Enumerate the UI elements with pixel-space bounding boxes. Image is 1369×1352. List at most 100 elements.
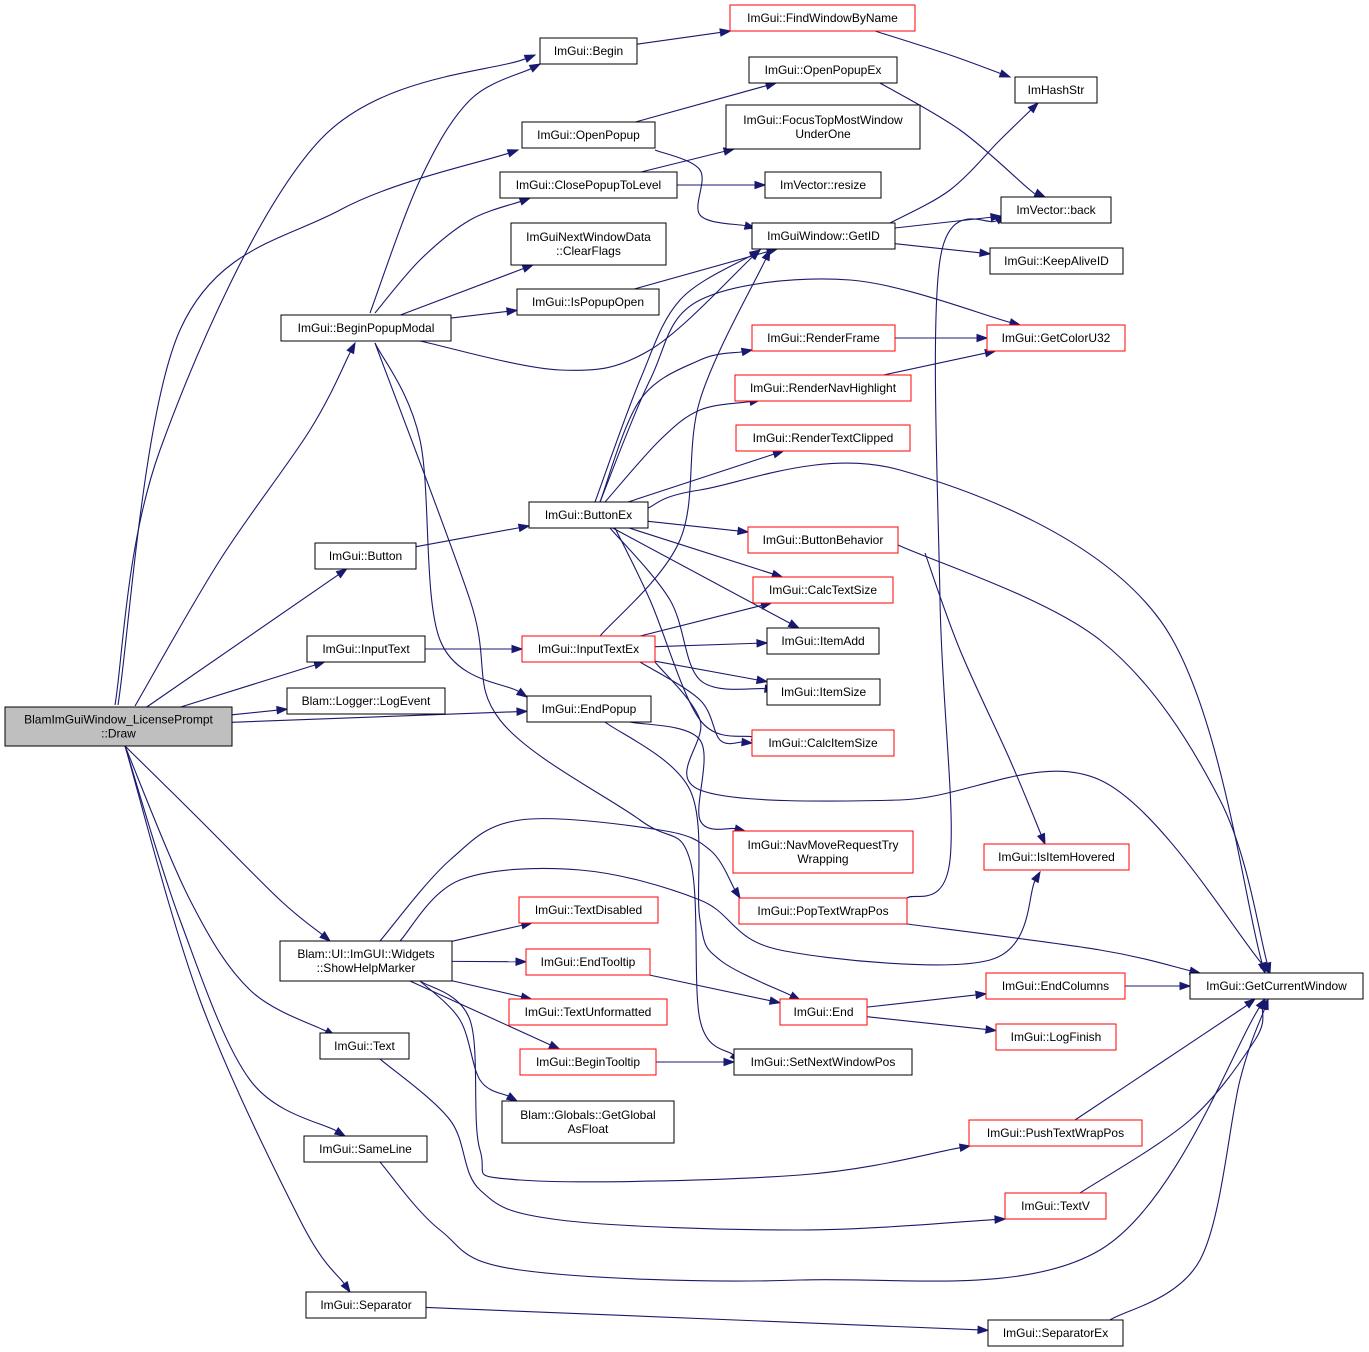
- node-box: [729, 4, 916, 32]
- node-box: [733, 1048, 913, 1076]
- call-edge-beginpopupmodal-to-begin: [369, 63, 542, 314]
- node-getid[interactable]: ImGuiWindow::GetID: [751, 222, 896, 250]
- edge-line: [647, 462, 1263, 964]
- node-begin[interactable]: ImGui::Begin: [539, 37, 638, 65]
- node-nextwin[interactable]: ImGuiNextWindowData::ClearFlags: [510, 222, 667, 266]
- node-closepopup[interactable]: ImGui::ClosePopupToLevel: [499, 171, 678, 199]
- node-label: ImGui::RenderTextClipped: [753, 431, 894, 445]
- edge-line: [1074, 1003, 1250, 1121]
- call-edge-beginpopupmodal-to-ispopupopen: [450, 307, 519, 319]
- node-root[interactable]: BlamImGuiWindow_LicensePrompt::Draw: [4, 706, 233, 747]
- node-buttonex[interactable]: ImGui::ButtonEx: [528, 501, 649, 529]
- node-logfinish[interactable]: ImGui::LogFinish: [995, 1023, 1117, 1051]
- node-label: ::ClearFlags: [556, 244, 621, 258]
- arrowhead: [737, 526, 750, 536]
- edge-line: [634, 251, 768, 290]
- node-ishovered[interactable]: ImGui::IsItemHovered: [983, 843, 1130, 871]
- call-edge-helpmarker-to-textunf: [451, 980, 533, 1001]
- node-helpmarker[interactable]: Blam::UI::ImGUI::Widgets::ShowHelpMarker: [279, 940, 453, 982]
- node-box: [752, 576, 894, 604]
- node-label: ImGui::InputText: [322, 642, 410, 656]
- node-renderframe[interactable]: ImGui::RenderFrame: [751, 324, 896, 352]
- node-pushtext[interactable]: ImGui::PushTextWrapPos: [968, 1119, 1143, 1147]
- node-separator[interactable]: ImGui::Separator: [305, 1291, 427, 1319]
- node-findwin[interactable]: ImGui::FindWindowByName: [729, 4, 916, 32]
- node-label: ImGui::ItemAdd: [781, 634, 864, 648]
- call-edge-separator-to-separatorex: [425, 1306, 990, 1335]
- node-itemadd[interactable]: ImGui::ItemAdd: [766, 627, 880, 655]
- node-box: [766, 627, 880, 655]
- node-buttonbeh[interactable]: ImGui::ButtonBehavior: [747, 526, 899, 554]
- node-box: [314, 542, 417, 570]
- node-openpopup[interactable]: ImGui::OpenPopup: [521, 121, 656, 149]
- edge-line: [654, 661, 1264, 966]
- node-end[interactable]: ImGui::End: [779, 998, 868, 1026]
- node-box: [539, 37, 638, 65]
- arrowhead: [748, 249, 762, 260]
- node-label: ImGui::EndPopup: [542, 702, 637, 716]
- node-ispopupopen[interactable]: ImGui::IsPopupOpen: [516, 288, 660, 316]
- node-box: [748, 56, 898, 84]
- arrowhead: [976, 333, 989, 343]
- arrowhead: [313, 661, 326, 670]
- node-endpopup[interactable]: ImGui::EndPopup: [526, 695, 652, 723]
- node-rendernav[interactable]: ImGui::RenderNavHighlight: [734, 374, 912, 402]
- edge-line: [369, 68, 532, 314]
- call-edge-button-to-buttonex: [415, 523, 531, 548]
- node-beginpopupmodal[interactable]: ImGui::BeginPopupModal: [280, 314, 452, 342]
- node-box: [987, 1319, 1124, 1347]
- call-edge-begintooltip-to-setnextpos: [656, 1057, 736, 1067]
- node-label: ImGui::IsPopupOpen: [532, 295, 644, 309]
- arrowhead: [340, 1280, 351, 1294]
- node-getcoloru32[interactable]: ImGui::GetColorU32: [986, 324, 1126, 352]
- node-logevent[interactable]: Blam::Logger::LogEvent: [286, 687, 446, 715]
- node-label: ImGui::SameLine: [319, 1142, 412, 1156]
- node-separatorex[interactable]: ImGui::SeparatorEx: [987, 1319, 1124, 1347]
- node-sameline[interactable]: ImGui::SameLine: [303, 1135, 428, 1163]
- arrowhead: [719, 28, 732, 37]
- node-box: [4, 706, 233, 747]
- node-calctext[interactable]: ImGui::CalcTextSize: [752, 576, 894, 604]
- node-label: ImGui::EndColumns: [1002, 979, 1109, 993]
- arrowhead: [787, 619, 801, 629]
- edge-line: [614, 527, 753, 738]
- edge-line: [114, 58, 526, 706]
- call-edge-closepopup-to-focustop: [640, 147, 736, 173]
- node-textv[interactable]: ImGui::TextV: [1004, 1192, 1107, 1220]
- edge-line: [231, 709, 278, 716]
- call-edge-buttonex-to-rendertext: [627, 450, 785, 503]
- node-itemsize[interactable]: ImGui::ItemSize: [766, 678, 881, 706]
- node-resize[interactable]: ImVector::resize: [764, 171, 882, 199]
- node-label: ImGui::GetCurrentWindow: [1206, 979, 1347, 993]
- node-inputtext[interactable]: ImGui::InputText: [306, 635, 426, 663]
- node-begintooltip[interactable]: ImGui::BeginTooltip: [519, 1048, 657, 1076]
- node-setnextpos[interactable]: ImGui::SetNextWindowPos: [733, 1048, 913, 1076]
- call-edge-findwin-to-imhashstr: [874, 30, 1012, 78]
- node-text[interactable]: ImGui::Text: [319, 1032, 410, 1060]
- node-openpopupex[interactable]: ImGui::OpenPopupEx: [748, 56, 898, 84]
- node-endcolumns[interactable]: ImGui::EndColumns: [985, 972, 1126, 1000]
- node-imhashstr[interactable]: ImHashStr: [1014, 76, 1098, 104]
- edge-line: [594, 254, 752, 503]
- node-textdisabled[interactable]: ImGui::TextDisabled: [518, 896, 659, 924]
- node-label: ImGui::CalcTextSize: [769, 583, 877, 597]
- call-edge-helpmarker-to-pushtext: [419, 980, 972, 1183]
- node-inputtextex[interactable]: ImGui::InputTextEx: [521, 635, 656, 663]
- node-getcurwin[interactable]: ImGui::GetCurrentWindow: [1189, 972, 1364, 1000]
- edge-line: [134, 351, 351, 707]
- node-endtooltip[interactable]: ImGui::EndTooltip: [525, 948, 651, 976]
- node-button[interactable]: ImGui::Button: [314, 542, 417, 570]
- arrowhead: [730, 886, 741, 900]
- node-label: ImGui::IsItemHovered: [998, 850, 1115, 864]
- node-keepalive[interactable]: ImGui::KeepAliveID: [989, 247, 1124, 275]
- node-calcitem[interactable]: ImGui::CalcItemSize: [751, 729, 895, 757]
- node-poptext[interactable]: ImGui::PopTextWrapPos: [738, 897, 908, 925]
- edge-line: [883, 352, 986, 376]
- node-textunf[interactable]: ImGui::TextUnformatted: [508, 998, 668, 1026]
- edge-line: [906, 218, 998, 899]
- node-rendertext[interactable]: ImGui::RenderTextClipped: [735, 424, 911, 452]
- node-back[interactable]: ImVector::back: [1000, 196, 1112, 224]
